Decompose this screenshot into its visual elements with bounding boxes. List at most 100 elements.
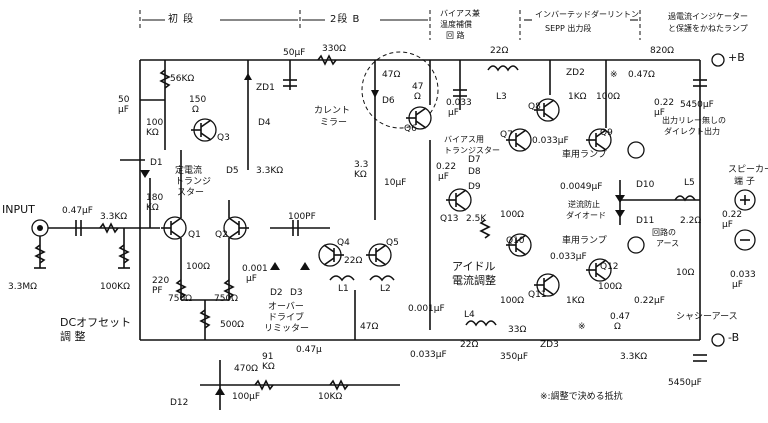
label-c-50u-top: 50μF <box>283 48 306 58</box>
label-chassis-ground: シャシーアース <box>676 312 738 322</box>
label-plus-b: +B <box>728 51 745 64</box>
label-current-mirror: カレント <box>314 106 351 116</box>
label-r-91k-unit: KΩ <box>262 362 275 372</box>
label-q5: Q5 <box>386 238 399 248</box>
label-r-047-a: 0.47Ω <box>628 70 655 80</box>
label-speaker-2: 端 子 <box>734 177 755 187</box>
label-q11: Q11 <box>528 290 547 300</box>
label-c-350u: 350μF <box>500 352 529 362</box>
label-speaker: スピーカー <box>728 165 768 175</box>
label-return-ground: 回路の <box>652 228 676 237</box>
label-r-100-d: 100Ω <box>598 282 623 292</box>
label-c-022-b-unit: μF <box>654 108 665 118</box>
label-output-relay: 出力リレー無しの <box>662 116 726 125</box>
label-r-1k: 1KΩ <box>568 92 587 102</box>
label-r-100-a: 100Ω <box>186 262 211 272</box>
label-d2: D2 <box>270 288 283 298</box>
section-bias: バイアス兼 <box>440 9 480 18</box>
label-q8: Q8 <box>528 102 541 112</box>
label-r-500: 500Ω <box>220 320 245 330</box>
label-r-10: 10Ω <box>676 268 695 278</box>
bias-circuit <box>429 60 519 330</box>
label-r-56k: 56KΩ <box>170 74 195 84</box>
label-c-0033-e-unit: μF <box>732 280 743 290</box>
label-zd2: ZD2 <box>566 68 585 78</box>
label-d12: D12 <box>170 398 189 408</box>
section-first-stage: 初 段 <box>168 14 195 25</box>
section-markers <box>139 10 641 40</box>
label-idle: アイドル <box>452 260 496 273</box>
label-r-330: 330Ω <box>322 44 347 54</box>
label-q9: Q9 <box>600 128 613 138</box>
label-r-1k-b: 1KΩ <box>566 296 585 306</box>
first-stage <box>120 60 252 340</box>
label-r-470: 470Ω <box>234 364 259 374</box>
label-c-022-b: 0.22 <box>654 98 675 108</box>
label-r-100k: 100KΩ <box>100 282 130 292</box>
label-reverse-2: ダイオード <box>566 211 606 220</box>
label-c-10u: 10μF <box>384 178 407 188</box>
label-r-750-b: 750Ω <box>214 294 239 304</box>
label-dc-offset: DCオフセット <box>60 316 132 329</box>
label-c-220p: 220 <box>152 276 170 286</box>
label-bias-tr-2: トランジスター <box>444 146 500 155</box>
protect-note-2: と保護をかねたランプ <box>668 24 748 33</box>
second-stage <box>270 51 439 340</box>
label-r-47-b: 47 <box>412 82 424 92</box>
label-d8: D8 <box>468 167 481 177</box>
label-q7: Q7 <box>500 130 513 140</box>
section-bias-3: 回 路 <box>446 31 465 40</box>
label-c-100p: 100PF <box>288 212 316 222</box>
label-r-047-b-unit: Ω <box>614 322 621 332</box>
label-r-33k-c: 3.3KΩ <box>620 352 648 362</box>
label-r-150: 150 <box>189 95 207 105</box>
label-l5: L5 <box>684 178 695 188</box>
label-c-100u: 100μF <box>232 392 261 402</box>
label-q1: Q1 <box>188 230 201 240</box>
label-minus-b: -B <box>728 331 740 344</box>
label-c-022-d-unit: μF <box>722 220 733 230</box>
label-d10: D10 <box>636 180 655 190</box>
label-const-current-3: スター <box>177 188 205 198</box>
label-d11: D11 <box>636 216 655 226</box>
label-current-mirror-2: ミラー <box>320 118 348 128</box>
section-bias-2: 温度補償 <box>440 20 472 29</box>
label-bias-tr: バイアス用 <box>444 135 484 144</box>
label-c-022: 0.22 <box>436 162 457 172</box>
label-r-33k-b: 3.3 <box>354 160 369 170</box>
label-r-47-c: 47Ω <box>360 322 379 332</box>
label-r-100-e: 100Ω <box>500 296 525 306</box>
label-zd3: ZD3 <box>540 340 559 350</box>
label-idle-2: 電流調整 <box>452 274 496 287</box>
label-c-022-c: 0.22μF <box>634 296 665 306</box>
label-q4: Q4 <box>337 238 350 248</box>
protect-note: 過電流インジケーター <box>668 12 748 21</box>
label-r-in: 3.3KΩ <box>100 212 128 222</box>
label-r-100-b: 100Ω <box>500 210 525 220</box>
label-r-750-a: 750Ω <box>168 294 193 304</box>
section-output: インバーテッドダーリントン <box>535 10 639 19</box>
label-r-150-unit: Ω <box>192 105 199 115</box>
output-stage <box>505 53 756 362</box>
label-l1: L1 <box>338 284 349 294</box>
label-const-current-2: トランジ <box>175 177 212 187</box>
label-output-relay-2: ダイレクト出力 <box>664 127 720 136</box>
label-dc-offset-2: 調 整 <box>60 330 86 343</box>
label-r-100k-b-unit: KΩ <box>146 128 159 138</box>
label-r-91k: 91 <box>262 352 274 362</box>
label-c-022-d: 0.22 <box>722 210 743 220</box>
label-d4: D4 <box>258 118 271 128</box>
label-l4: L4 <box>464 310 475 320</box>
label-reverse: 逆流防止 <box>568 200 600 209</box>
label-c-50u: 50 <box>118 95 130 105</box>
label-r-820: 820Ω <box>650 46 675 56</box>
label-q6: Q6 <box>404 124 417 134</box>
section-second-stage: 2段 B <box>330 14 361 25</box>
label-overdrive-3: リミッター <box>264 324 310 334</box>
label-c-0033-c: 0.033μF <box>532 136 569 146</box>
label-c-0001-unit: μF <box>246 274 257 284</box>
label-r-180k: 180 <box>146 193 164 203</box>
label-c-0001: 0.001 <box>242 264 268 274</box>
label-r-33m: 3.3MΩ <box>8 282 37 292</box>
label-c-50u-unit: μF <box>118 105 129 115</box>
